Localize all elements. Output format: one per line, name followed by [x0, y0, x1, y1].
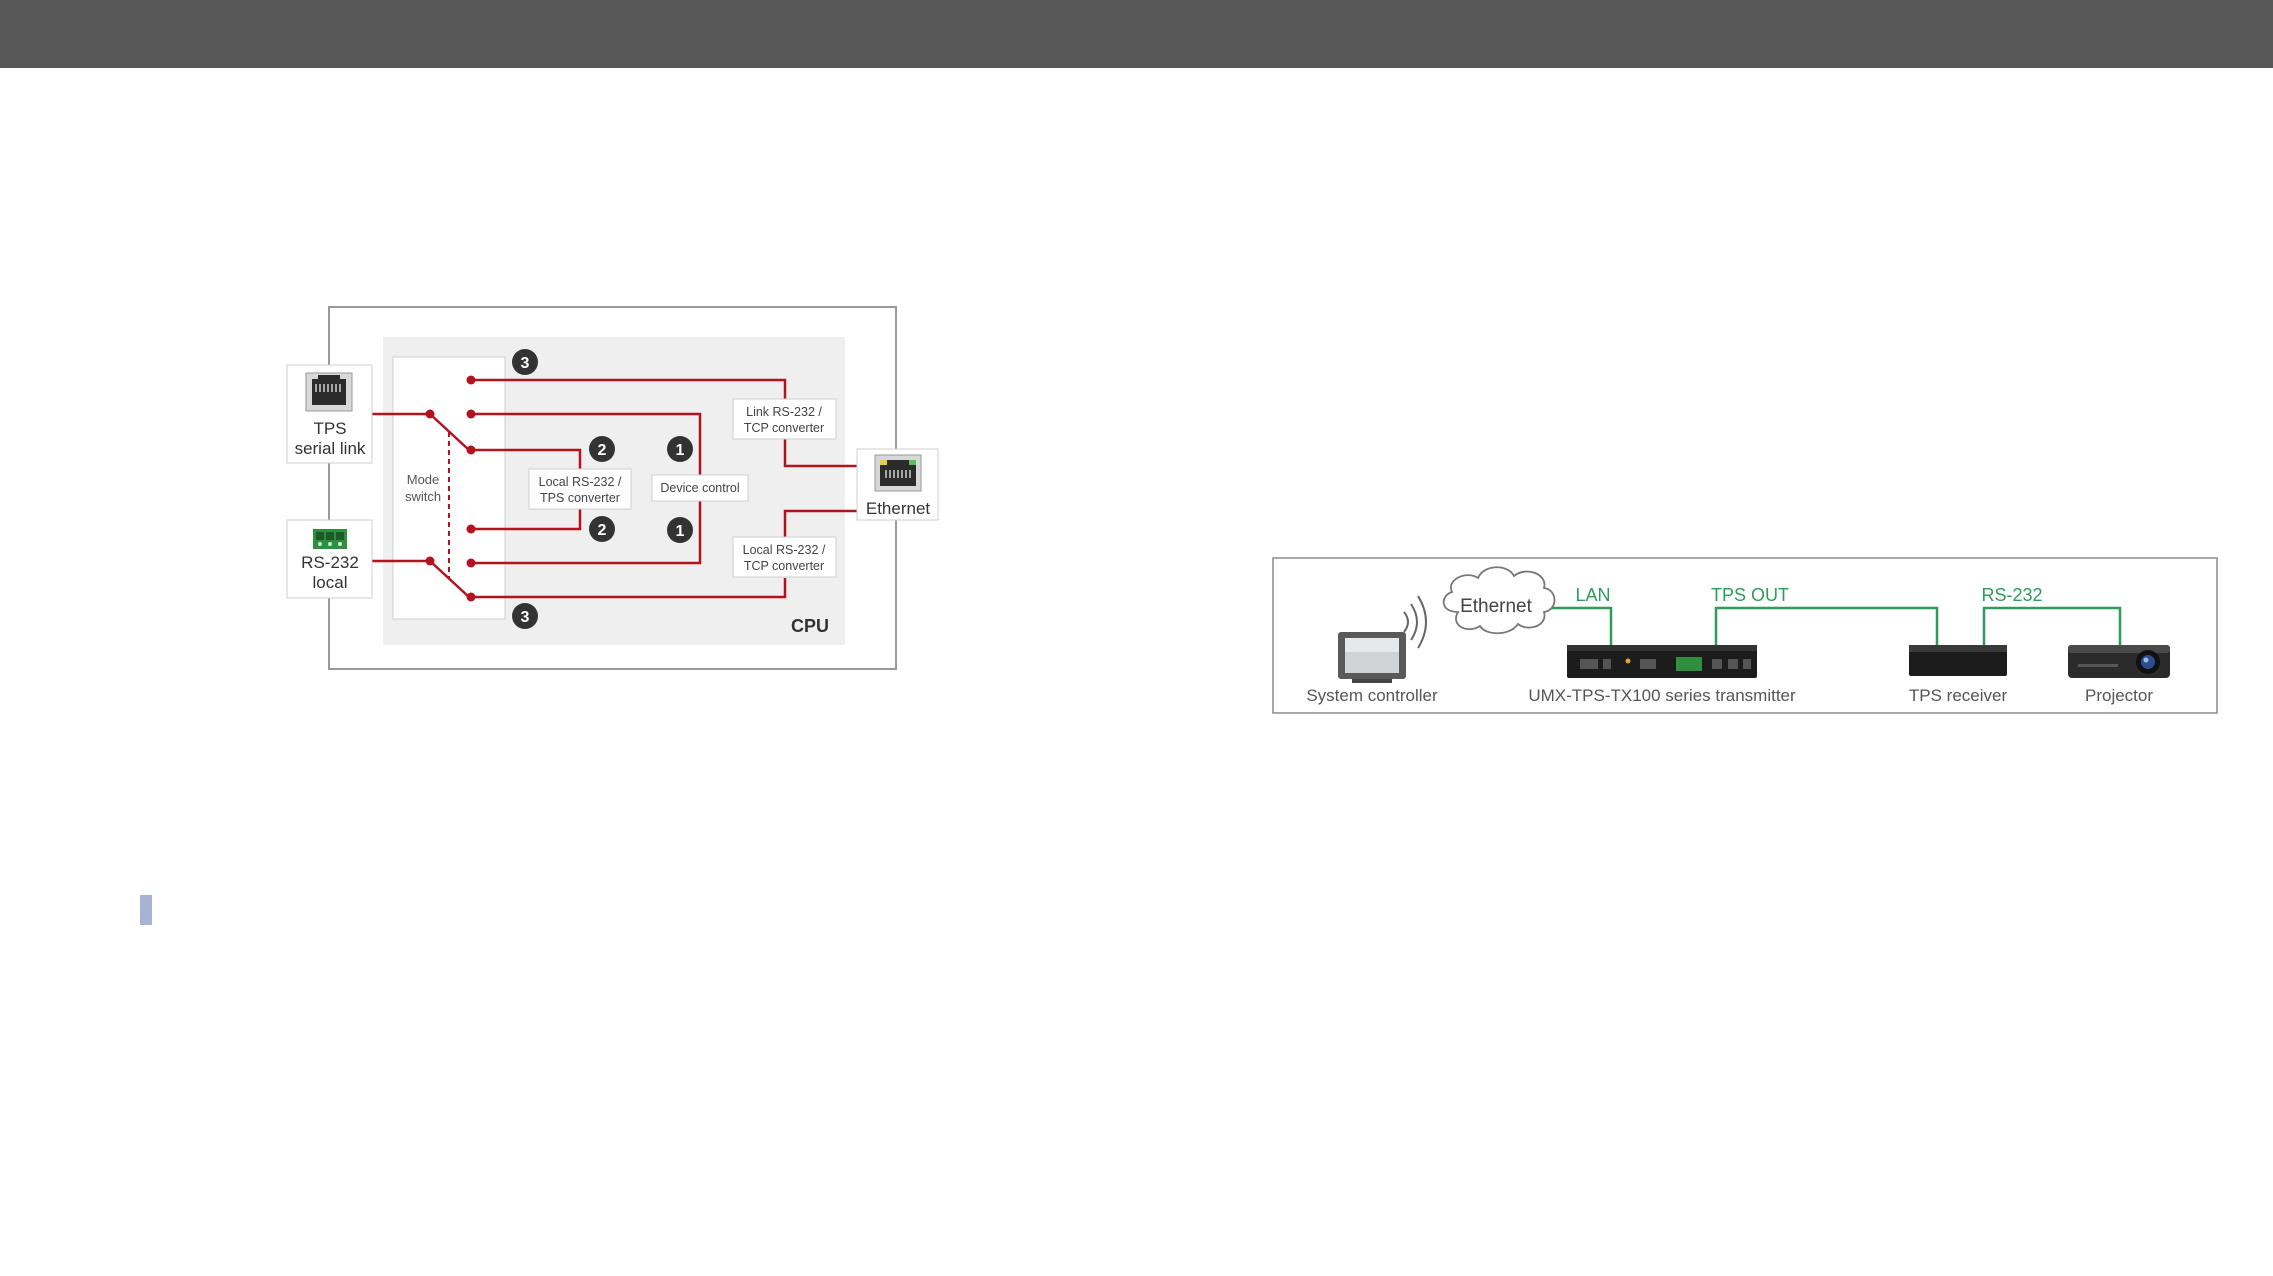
section-marker	[140, 895, 152, 925]
transmitter-icon	[1567, 645, 1757, 678]
tps-out-label: TPS OUT	[1711, 585, 1789, 605]
receiver-icon	[1909, 645, 2007, 676]
projector-icon	[2068, 645, 2170, 678]
system-controller-label: System controller	[1306, 686, 1438, 705]
rs232-link-label: RS-232	[1981, 585, 2042, 605]
transmitter-label: UMX-TPS-TX100 series transmitter	[1528, 686, 1796, 705]
lan-label: LAN	[1575, 585, 1610, 605]
tps-receiver-label: TPS receiver	[1909, 686, 2008, 705]
ethernet-cloud-label: Ethernet	[1460, 596, 1533, 617]
projector-label: Projector	[2085, 686, 2153, 705]
touch-panel-icon	[1338, 632, 1406, 683]
